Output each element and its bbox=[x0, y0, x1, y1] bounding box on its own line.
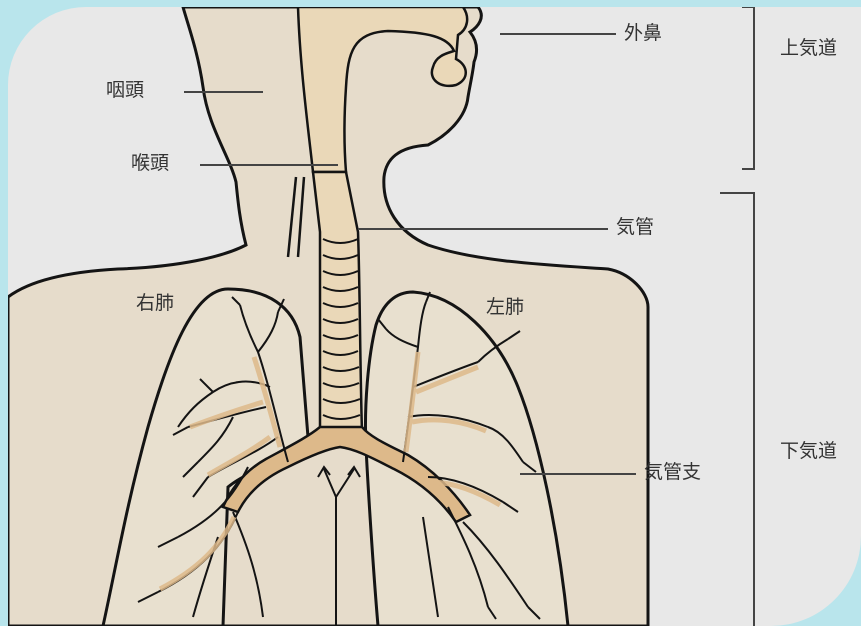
label-external-nose: 外鼻 bbox=[624, 24, 662, 43]
label-lower-airway: 下気道 bbox=[780, 442, 837, 461]
label-larynx: 喉頭 bbox=[131, 154, 169, 173]
lower-airway-bracket bbox=[720, 193, 754, 626]
label-trachea: 気管 bbox=[616, 218, 654, 237]
label-pharynx: 咽頭 bbox=[106, 81, 144, 100]
label-bronchus: 気管支 bbox=[644, 463, 701, 482]
label-left-lung: 左肺 bbox=[486, 298, 524, 317]
label-upper-airway: 上気道 bbox=[780, 39, 837, 58]
trachea-shape bbox=[313, 172, 362, 432]
upper-airway-bracket bbox=[742, 7, 754, 169]
diagram-panel: 咽頭 喉頭 外鼻 気管 右肺 左肺 気管支 上気道 下気道 bbox=[8, 7, 861, 626]
label-right-lung: 右肺 bbox=[136, 294, 174, 313]
